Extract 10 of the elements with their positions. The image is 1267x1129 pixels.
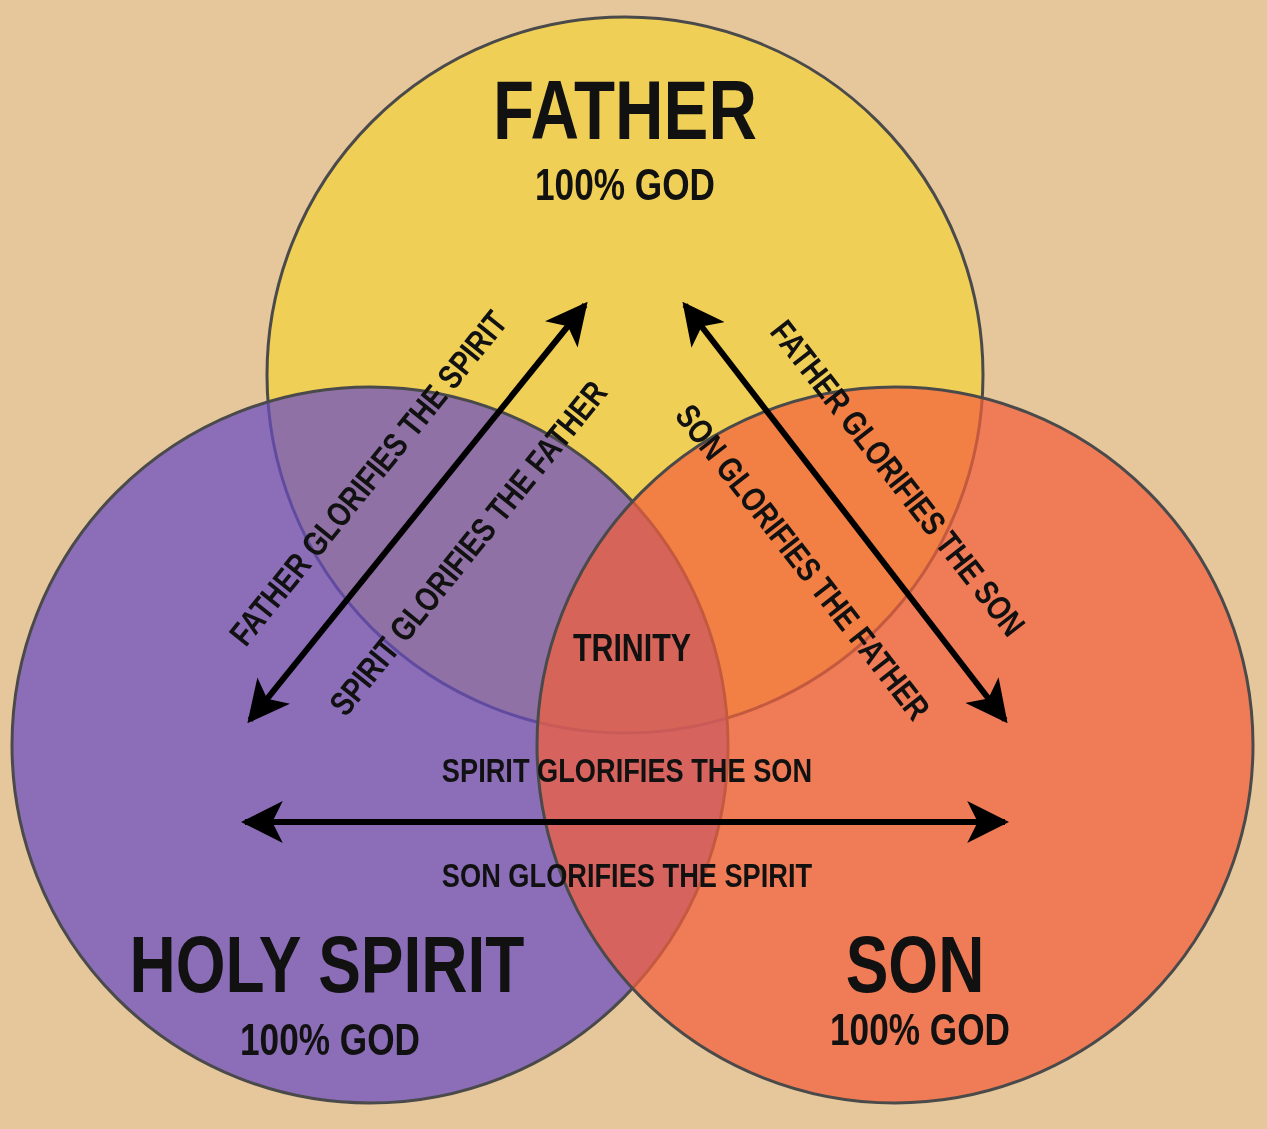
circle-title: HOLY SPIRIT xyxy=(129,925,525,1005)
circle-subtitle: 100% GOD xyxy=(240,1018,420,1062)
circle-title: FATHER xyxy=(493,68,757,152)
circle-title: SON xyxy=(845,925,985,1005)
double-arrow xyxy=(247,301,588,724)
double-arrow xyxy=(682,301,1008,724)
center-label: TRINITY xyxy=(572,629,692,667)
circle-subtitle: 100% GOD xyxy=(830,1008,1010,1052)
double-arrow xyxy=(240,801,1010,843)
circle-subtitle: 100% GOD xyxy=(535,163,715,207)
